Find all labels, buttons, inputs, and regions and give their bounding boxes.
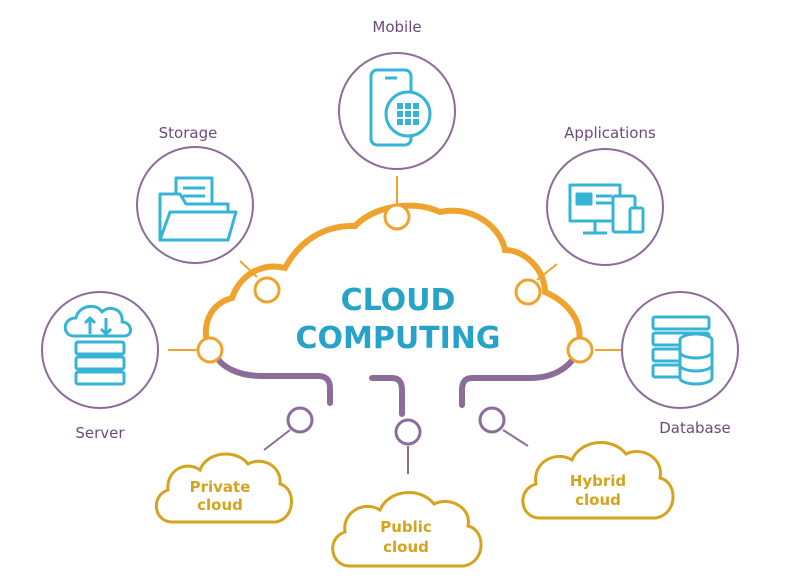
public-cloud-line1: Public <box>380 518 432 536</box>
server-rack <box>74 355 126 371</box>
hybrid-cloud-shape <box>521 441 675 520</box>
db-cylinder-ring <box>678 351 714 360</box>
title-line2: COMPUTING <box>295 321 500 356</box>
central-cloud-base-left <box>211 349 333 406</box>
public-cloud-line2: cloud <box>383 538 429 556</box>
label-applications: Applications <box>564 124 656 142</box>
download-arrowhead <box>99 327 113 336</box>
private-cloud-line2: cloud <box>197 496 243 514</box>
folder-front <box>158 210 238 242</box>
node-mobile <box>383 203 411 231</box>
label-server: Server <box>75 424 125 442</box>
connector-applications <box>536 263 558 281</box>
upload-arrowhead <box>83 316 97 325</box>
key <box>413 111 419 117</box>
node-database <box>566 336 594 364</box>
label-storage: Storage <box>159 124 218 142</box>
applications-icon <box>568 183 645 235</box>
central-cloud-base-right <box>459 347 581 408</box>
central-cloud-stem <box>369 375 405 417</box>
folder-icon <box>158 176 238 242</box>
key <box>413 119 419 125</box>
db-cylinder-body <box>678 340 714 386</box>
public-cloud-shape <box>331 491 483 568</box>
db-panel <box>651 315 711 331</box>
key <box>397 111 403 117</box>
server-rack <box>74 340 126 356</box>
key <box>405 111 411 117</box>
central-cloud: CLOUD COMPUTING <box>202 202 583 417</box>
monitor-block <box>575 192 593 206</box>
connector-private <box>263 429 291 451</box>
server-cloud <box>63 304 132 338</box>
cloud-type-shapes <box>155 441 675 568</box>
key <box>405 119 411 125</box>
hybrid-cloud-line2: cloud <box>575 491 621 509</box>
title-line1: CLOUD <box>341 283 456 318</box>
orange-nodes <box>196 203 594 364</box>
node-applications <box>514 278 542 306</box>
cloud-type-connectors <box>263 429 529 474</box>
label-database: Database <box>659 419 731 437</box>
node-storage <box>253 276 281 304</box>
key <box>397 119 403 125</box>
mobile-icon <box>369 68 432 147</box>
node-hybrid <box>478 406 506 434</box>
server-rack <box>74 370 126 386</box>
key <box>405 103 411 109</box>
private-cloud-shape <box>155 452 293 524</box>
node-public <box>394 418 422 446</box>
private-cloud-line1: Private <box>190 478 251 496</box>
key <box>413 103 419 109</box>
connector-hybrid <box>502 429 529 447</box>
node-private <box>286 406 314 434</box>
phone-small <box>628 206 645 234</box>
purple-nodes <box>286 406 506 446</box>
db-cylinder-ring <box>678 364 714 373</box>
key <box>397 103 403 109</box>
database-icon <box>651 315 714 386</box>
keypad-dots <box>397 103 419 125</box>
server-icon <box>63 304 132 386</box>
node-server <box>196 336 224 364</box>
hybrid-cloud-line1: Hybrid <box>570 472 626 490</box>
service-connectors <box>168 176 622 351</box>
connector-storage <box>239 260 258 278</box>
label-mobile: Mobile <box>372 18 421 36</box>
